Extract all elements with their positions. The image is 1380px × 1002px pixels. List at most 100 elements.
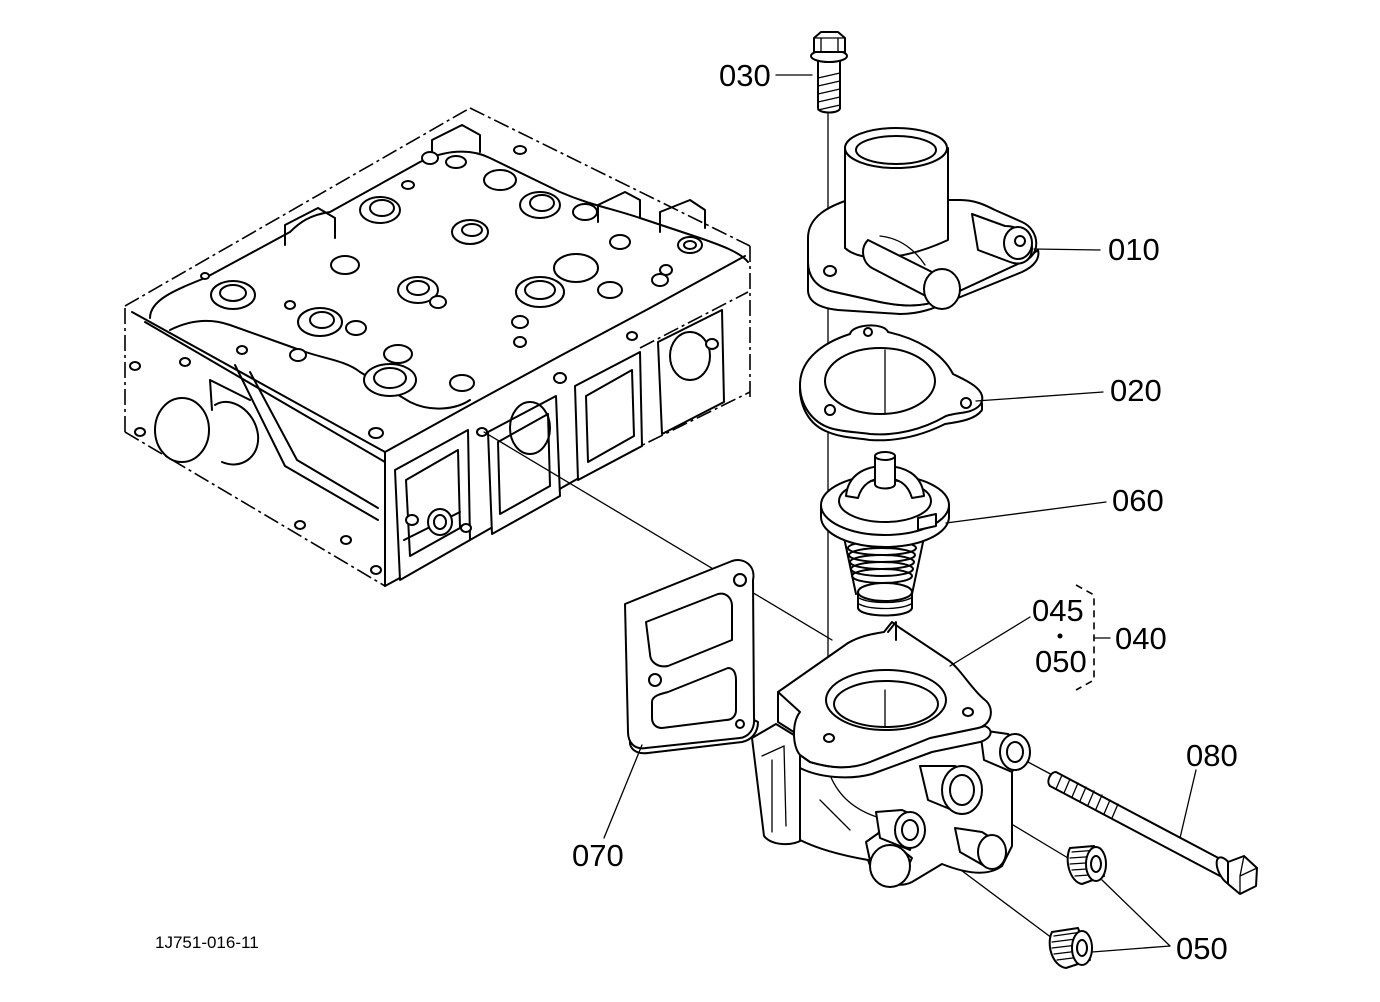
head-rocker-post xyxy=(659,199,706,233)
leader-070 xyxy=(603,744,643,839)
head-to-housing-line xyxy=(483,431,833,641)
bolt-080-thread xyxy=(1055,774,1119,819)
housing-port-c xyxy=(894,811,926,849)
cover-bolt-hole xyxy=(823,265,837,277)
bolt-080-head-facet xyxy=(1239,855,1258,895)
head-port-hole xyxy=(705,338,719,350)
gasket-020-bolt-hole xyxy=(960,397,972,409)
bolt-030-head-facet xyxy=(813,37,846,53)
head-port-hole xyxy=(369,199,395,217)
callout-045: 045 xyxy=(1032,593,1084,628)
callout-050-set: 050 xyxy=(1035,644,1087,679)
callout-080: 080 xyxy=(1186,738,1238,773)
head-port-hole xyxy=(553,253,599,283)
gasket-020-bolt-hole xyxy=(824,404,836,416)
housing-port-a-bore xyxy=(1006,741,1024,763)
leader-080 xyxy=(1179,769,1197,839)
gasket-070-window-lower xyxy=(651,667,737,729)
head-port-hole xyxy=(284,300,296,310)
head-port-hole xyxy=(134,427,146,437)
head-port-hole xyxy=(609,234,631,250)
gasket-070-bolt-hole xyxy=(735,719,745,729)
callout-060: 060 xyxy=(1112,483,1164,518)
leader-010 xyxy=(1033,248,1101,251)
head-port-hole xyxy=(294,520,306,530)
housing-left-block-ribs xyxy=(761,745,787,833)
thermostat-housing-040 xyxy=(751,621,1031,888)
head-port-holes xyxy=(129,145,719,575)
drawing-code: 1J751-016-11 xyxy=(155,933,259,952)
set-separator-dot xyxy=(1057,633,1063,639)
head-port-frame xyxy=(574,351,643,481)
thermostat-060 xyxy=(820,451,950,617)
callout-020: 020 xyxy=(1110,373,1162,408)
thermostat-spring-coil xyxy=(850,561,914,577)
housing-port-b-bore xyxy=(949,774,975,806)
housing-gasket-070 xyxy=(624,559,759,755)
plug-050-upper xyxy=(1066,845,1107,885)
head-port-hole xyxy=(659,264,673,276)
head-port-hole xyxy=(129,361,141,371)
head-port-hole xyxy=(449,374,475,392)
plug-050-lower xyxy=(1048,927,1093,969)
plug-hex-socket xyxy=(1090,855,1102,873)
thermostat-valve-top xyxy=(857,582,913,602)
cover-bypass-pipe-seam xyxy=(879,235,926,266)
thermostat-bridge xyxy=(845,465,925,499)
head-port-hole xyxy=(429,295,447,309)
head-port-hole xyxy=(345,320,367,336)
head-port-hole xyxy=(236,345,248,355)
head-rocker-post xyxy=(284,207,336,246)
head-port-hole xyxy=(219,284,247,302)
head-port-hole xyxy=(373,367,407,389)
callout-030: 030 xyxy=(719,58,771,93)
bolt-080 xyxy=(1047,771,1258,895)
thermostat-cover-010 xyxy=(807,127,1040,315)
plug-face xyxy=(1071,930,1093,966)
head-port-hole xyxy=(476,427,488,437)
cylinder-head xyxy=(124,107,751,587)
head-cut-edge-back xyxy=(469,107,751,247)
head-port-hole xyxy=(421,151,439,165)
head-port-frame xyxy=(657,309,725,435)
head-side-port xyxy=(509,401,551,455)
cover-bypass-pipe-end xyxy=(923,268,961,310)
head-water-outlet-bore xyxy=(433,514,447,530)
head-port-hole xyxy=(460,523,472,533)
callout-040: 040 xyxy=(1115,621,1167,656)
head-port-hole xyxy=(513,336,527,348)
leader-050 xyxy=(1091,879,1171,953)
head-front-recess xyxy=(234,364,379,521)
callout-070: 070 xyxy=(572,838,624,873)
head-port-hole xyxy=(179,357,191,367)
head-rocker-post xyxy=(597,191,641,223)
thermostat-tab xyxy=(917,513,937,531)
head-port-hole xyxy=(309,311,335,329)
head-top-right-edge xyxy=(384,255,746,453)
housing-port-b xyxy=(941,765,983,815)
leader-045 xyxy=(949,616,1031,667)
head-cut-edge-bottom xyxy=(124,431,386,587)
head-port-hole xyxy=(406,280,430,296)
head-deck-contour-2 xyxy=(169,319,471,410)
housing-bore-inner xyxy=(833,680,939,728)
bolt-030-head xyxy=(813,31,846,53)
housing-ear-top xyxy=(887,621,897,641)
head-port-hole xyxy=(524,280,556,300)
housing-body-contour xyxy=(819,774,881,831)
head-port-hole xyxy=(405,514,419,526)
plug-thread xyxy=(1051,931,1089,961)
head-cut-edge-inner xyxy=(639,291,749,349)
head-port-hole xyxy=(383,344,413,364)
housing-port-d xyxy=(977,834,1007,870)
bolt-080-shank xyxy=(1047,771,1227,877)
housing-port-a xyxy=(999,733,1031,771)
head-port-hole xyxy=(483,169,517,191)
head-top-front-edge xyxy=(131,311,386,453)
housing-bolt-hole xyxy=(823,733,835,743)
head-port-hole xyxy=(511,315,529,329)
head-cut-edge-top xyxy=(124,107,471,307)
head-rocker-post xyxy=(431,124,481,161)
head-port-hole xyxy=(513,145,527,155)
plug-hex-socket xyxy=(1076,939,1088,957)
